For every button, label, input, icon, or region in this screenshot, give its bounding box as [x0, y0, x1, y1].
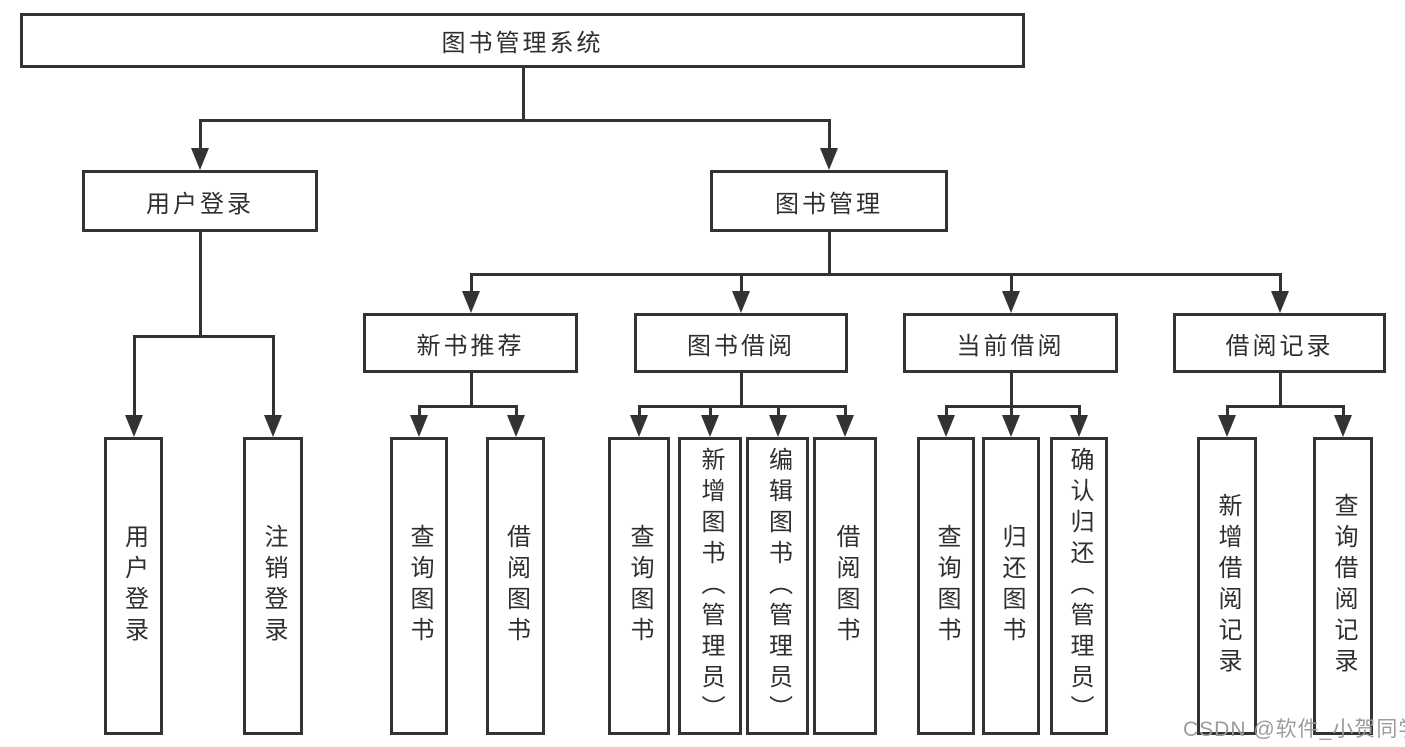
- connector-arrowhead: [1271, 291, 1289, 313]
- node-query-book-3: 查询图书: [917, 437, 975, 735]
- connector-line: [199, 232, 202, 337]
- connector-line: [740, 273, 743, 295]
- connector-line: [1342, 405, 1345, 419]
- connector-arrowhead: [410, 415, 428, 437]
- connector-line: [199, 119, 830, 122]
- connector-line: [470, 273, 473, 295]
- node-root: 图书管理系统: [20, 13, 1025, 68]
- connector-line: [522, 68, 525, 121]
- connector-line: [1010, 373, 1013, 407]
- connector-line: [470, 373, 473, 407]
- node-user-login: 用户登录: [82, 170, 318, 232]
- connector-line: [1226, 405, 1229, 419]
- node-book-borrow: 图书借阅: [634, 313, 848, 373]
- connector-arrowhead: [191, 148, 209, 170]
- connector-line: [515, 405, 518, 419]
- connector-line: [709, 405, 712, 419]
- node-user-login-op: 用户登录: [104, 437, 163, 735]
- connector-arrowhead: [507, 415, 525, 437]
- connector-arrowhead: [125, 415, 143, 437]
- connector-line: [1010, 405, 1013, 419]
- connector-line: [777, 405, 780, 419]
- connector-arrowhead: [264, 415, 282, 437]
- connector-arrowhead: [836, 415, 854, 437]
- node-logout-op: 注销登录: [243, 437, 303, 735]
- connector-line: [1279, 273, 1282, 295]
- connector-line: [828, 119, 831, 152]
- node-current-borrow: 当前借阅: [903, 313, 1118, 373]
- watermark: CSDN @软件_小贺同学: [1183, 718, 1405, 741]
- connector-line: [1226, 405, 1344, 408]
- node-borrow-book-2: 借阅图书: [813, 437, 877, 735]
- connector-arrowhead: [732, 291, 750, 313]
- connector-line: [1010, 273, 1013, 295]
- node-book-mgmt: 图书管理: [710, 170, 948, 232]
- connector-line: [828, 232, 831, 275]
- connector-arrowhead: [1334, 415, 1352, 437]
- connector-arrowhead: [630, 415, 648, 437]
- connector-line: [272, 335, 275, 419]
- node-query-book-2: 查询图书: [608, 437, 670, 735]
- connector-line: [945, 405, 948, 419]
- connector-arrowhead: [462, 291, 480, 313]
- node-add-borrow-record: 新增借阅记录: [1197, 437, 1257, 735]
- connector-line: [133, 335, 274, 338]
- connector-line: [740, 373, 743, 407]
- connector-line: [199, 119, 202, 152]
- connector-line: [844, 405, 847, 419]
- connector-line: [418, 405, 517, 408]
- connector-arrowhead: [1070, 415, 1088, 437]
- node-query-borrow-record: 查询借阅记录: [1313, 437, 1373, 735]
- connector-arrowhead: [1002, 415, 1020, 437]
- connector-arrowhead: [1002, 291, 1020, 313]
- connector-arrowhead: [701, 415, 719, 437]
- node-edit-book-admin: 编辑图书（管理员）: [746, 437, 809, 735]
- node-confirm-return-admin: 确认归还（管理员）: [1050, 437, 1108, 735]
- connector-line: [638, 405, 641, 419]
- node-add-book-admin: 新增图书（管理员）: [678, 437, 742, 735]
- connector-line: [133, 335, 136, 419]
- node-borrow-book-1: 借阅图书: [486, 437, 545, 735]
- connector-line: [470, 273, 1281, 276]
- connector-line: [638, 405, 846, 408]
- node-query-book-1: 查询图书: [390, 437, 448, 735]
- connector-arrowhead: [1218, 415, 1236, 437]
- connector-line: [1279, 373, 1282, 407]
- node-borrow-record: 借阅记录: [1173, 313, 1386, 373]
- connector-line: [418, 405, 421, 419]
- node-new-book-rec: 新书推荐: [363, 313, 578, 373]
- connector-arrowhead: [937, 415, 955, 437]
- connector-line: [1078, 405, 1081, 419]
- connector-arrowhead: [769, 415, 787, 437]
- connector-arrowhead: [820, 148, 838, 170]
- node-return-book: 归还图书: [982, 437, 1040, 735]
